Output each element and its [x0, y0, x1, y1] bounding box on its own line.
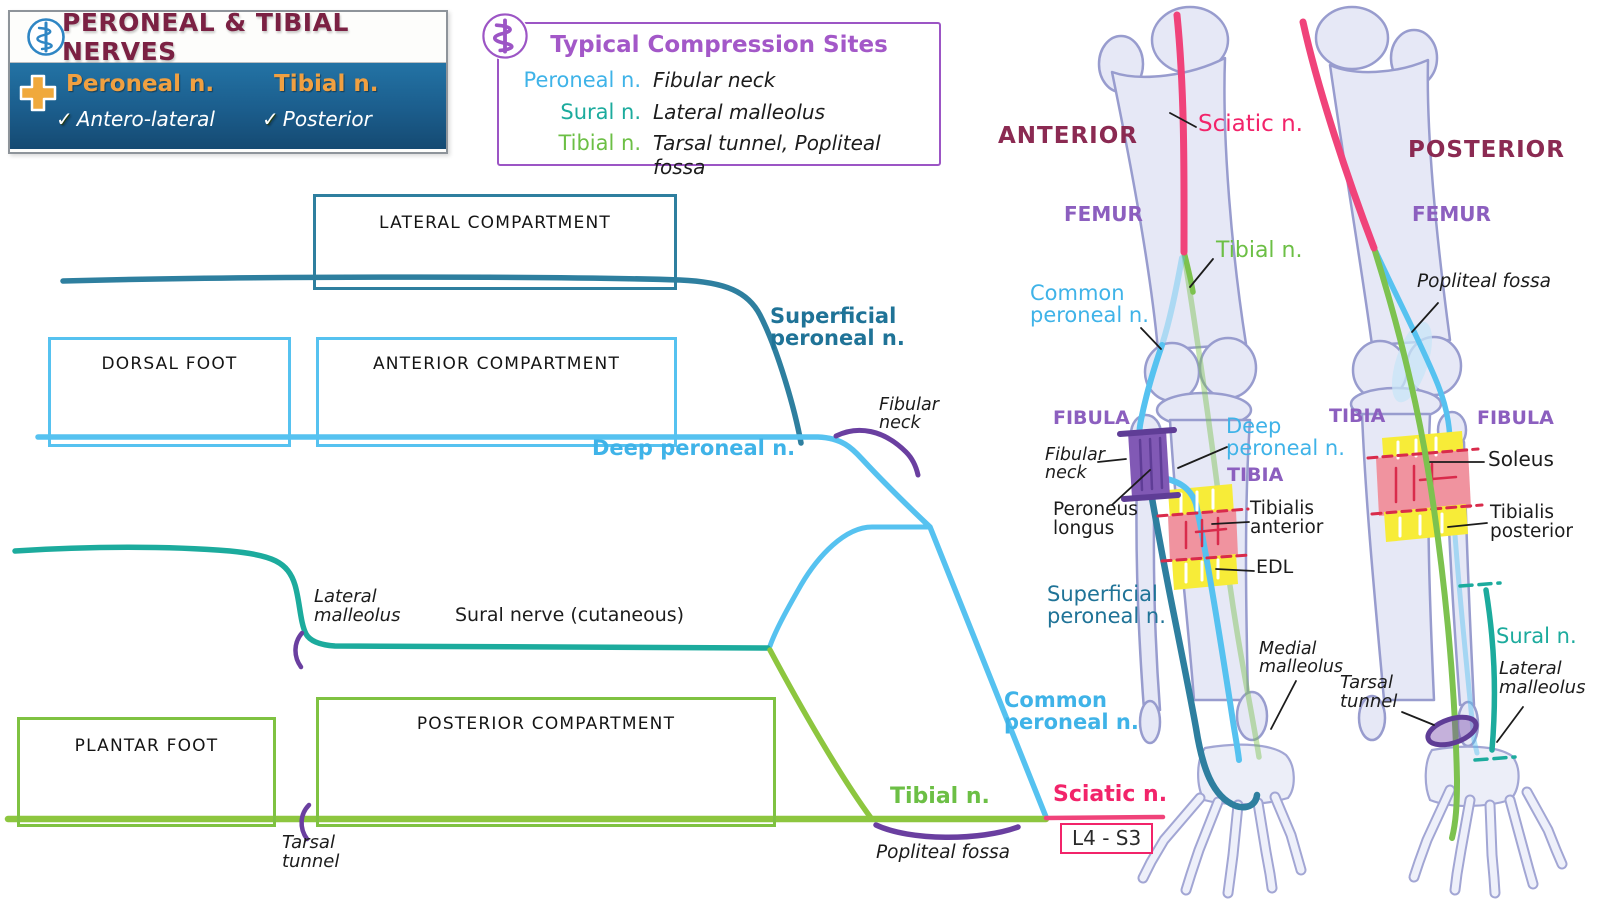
compression-row: Sural n. Lateral malleolus: [499, 100, 939, 126]
anterior-muscle-marks: [1156, 488, 1252, 584]
compression-asclepius-icon: [481, 12, 529, 60]
legend-peroneal-region: ✓Antero-lateral: [56, 107, 215, 131]
tarsal-tunnel-arc: [299, 802, 312, 842]
nerve-roots-badge: L4 - S3: [1060, 823, 1154, 854]
lateral-compartment-box: LATERAL COMPARTMENT: [313, 194, 677, 290]
lateral-malleolus-arc: [293, 630, 305, 670]
popliteal-fossa-highlight: [1391, 321, 1433, 403]
legend-tibial-region: ✓Posterior: [262, 107, 372, 131]
posterior-compartment-box: POSTERIOR COMPARTMENT: [316, 697, 776, 827]
sural-bracket-caps: [1458, 581, 1517, 762]
sural-line: [12, 544, 771, 651]
anterior-view-title: ANTERIOR: [998, 123, 1138, 149]
sural-nerve-label: Sural nerve (cutaneous): [455, 604, 685, 626]
legend-tibial-label: Tibial n.: [274, 71, 379, 97]
tibialis-posterior-label: Tibialis posterior: [1490, 502, 1574, 543]
posterior-sural-label: Sural n.: [1496, 624, 1577, 648]
compression-nerve: Tibial n.: [558, 131, 641, 155]
peroneal-communicating-branch: [767, 524, 933, 649]
sciatic-line: [1043, 814, 1166, 821]
legend-panel: Peroneal n. ✓Antero-lateral Tibial n. ✓P…: [10, 63, 446, 149]
anterior-fibular-neck-label: Fibular neck: [1045, 445, 1105, 484]
posterior-tarsal-tunnel-label: Tarsal tunnel: [1340, 672, 1398, 712]
fibular-neck-arc: [833, 427, 921, 478]
posterior-tibia-label: TIBIA: [1329, 405, 1386, 427]
posterior-view-title: POSTERIOR: [1408, 137, 1565, 163]
asclepius-icon: [27, 18, 65, 56]
anterior-superficial-peroneal-label: Superficial peroneal n.: [1047, 582, 1166, 628]
compression-nerve: Peroneal n.: [523, 68, 641, 92]
leader-lines: [1097, 112, 1524, 743]
anterior-compartment-box: ANTERIOR COMPARTMENT: [316, 337, 677, 447]
compression-row: Tibial n. Tarsal tunnel, Popliteal fossa: [499, 131, 939, 179]
title-card: PERONEAL & TIBIAL NERVES Peroneal n. ✓An…: [8, 8, 448, 154]
compression-row: Peroneal n. Fibular neck: [499, 68, 939, 94]
posterior-lateral-malleolus-label: Lateral malleolus: [1499, 658, 1586, 698]
compression-nerve: Sural n.: [560, 100, 641, 124]
posterior-popliteal-fossa-label: Popliteal fossa: [1417, 271, 1551, 292]
posterior-femur-label: FEMUR: [1412, 202, 1491, 226]
common-peroneal-label: Common peroneal n.: [1004, 688, 1139, 734]
compression-title: Typical Compression Sites: [550, 32, 888, 58]
tibial-nerve-label: Tibial n.: [890, 784, 990, 809]
posterior-foot-bones: [1408, 745, 1568, 899]
page-title: PERONEAL & TIBIAL NERVES: [62, 8, 349, 66]
legend-peroneal-label: Peroneal n.: [66, 71, 215, 97]
posterior-sciatic-nerve: [1299, 18, 1378, 252]
anterior-fibula-label: FIBULA: [1053, 407, 1130, 429]
medial-malleolus-label: Medial malleolus: [1259, 639, 1344, 678]
tibialis-anterior-label: Tibialis anterior: [1250, 498, 1324, 539]
dorsal-foot-box: DORSAL FOOT: [48, 337, 291, 447]
anterior-tibial-label: Tibial n.: [1216, 238, 1303, 263]
posterior-leg-nerves: [1299, 18, 1517, 841]
compression-site: Fibular neck: [653, 68, 776, 92]
anterior-common-peroneal-nerve: [1136, 342, 1242, 763]
posterior-common-peroneal-nerve: [1373, 249, 1453, 461]
plus-icon: [19, 74, 57, 112]
compression-site: Tarsal tunnel, Popliteal fossa: [653, 131, 881, 179]
anterior-sciatic-label: Sciatic n.: [1198, 111, 1303, 137]
anterior-femur-label: FEMUR: [1064, 202, 1143, 226]
compression-site: Lateral malleolus: [653, 100, 825, 124]
checkmark-icon: ✓: [56, 107, 73, 131]
anterior-common-peroneal-label: Common peroneal n.: [1030, 281, 1149, 327]
tarsal-tunnel-label: Tarsal tunnel: [282, 832, 340, 872]
anterior-foot-bones: [1137, 743, 1307, 899]
popliteal-fossa-arc: [873, 822, 1021, 840]
anterior-deep-peroneal-label: Deep peroneal n.: [1226, 414, 1345, 460]
edl-label: EDL: [1256, 556, 1294, 578]
plantar-foot-box: PLANTAR FOOT: [17, 717, 276, 827]
peroneus-longus-label: Peroneus longus: [1053, 499, 1138, 540]
anterior-sciatic-nerve: [1173, 11, 1188, 256]
checkmark-icon: ✓: [262, 107, 279, 131]
title-bar: PERONEAL & TIBIAL NERVES: [10, 8, 446, 66]
fibular-neck-label: Fibular neck: [879, 395, 939, 434]
anterior-common-peroneal-faded: [1159, 255, 1185, 348]
deep-peroneal-label: Deep peroneal n.: [592, 436, 796, 460]
anterior-superficial-peroneal-nerve: [1143, 466, 1261, 811]
tibial-diagonal-line: [767, 647, 874, 821]
popliteal-fossa-label: Popliteal fossa: [876, 842, 1010, 863]
compression-sites-card: Typical Compression Sites Peroneal n. Fi…: [497, 22, 941, 179]
flowchart-lines: [4, 274, 1166, 842]
posterior-tibial-nerve: [1371, 245, 1461, 841]
lateral-malleolus-label: Lateral malleolus: [314, 586, 401, 626]
soleus-label: Soleus: [1488, 447, 1554, 471]
sciatic-nerve-label: Sciatic n.: [1053, 782, 1168, 807]
posterior-fibula-label: FIBULA: [1477, 407, 1554, 429]
superficial-peroneal-label: Superficial peroneal n.: [770, 304, 905, 350]
anterior-tibia-label: TIBIA: [1227, 464, 1284, 486]
superficial-peroneal-line: [60, 274, 804, 446]
tarsal-tunnel-ring: [1425, 714, 1479, 748]
posterior-sural-nerve: [1483, 587, 1498, 753]
deep-peroneal-line: [35, 434, 1049, 820]
